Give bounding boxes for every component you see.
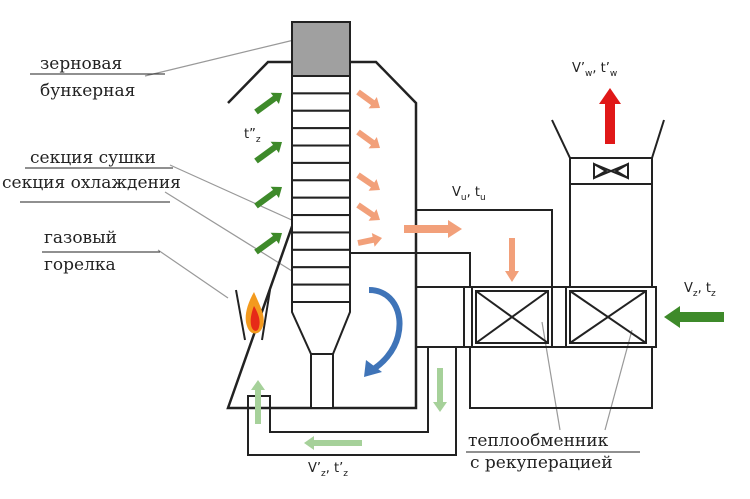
lower-duct-housing	[469, 347, 653, 409]
tower-segment	[291, 161, 351, 182]
symbol-vu-tu: Vu, tu	[452, 185, 486, 203]
tower-segment	[291, 196, 351, 217]
label-burner: горелка	[44, 255, 116, 275]
symbol-vw-tw: V’w, t’w	[572, 61, 617, 79]
exhaust-flow-arrow	[356, 89, 380, 109]
tower-segment	[291, 75, 351, 95]
label-recuperation: с рекуперацией	[470, 453, 613, 473]
exhaust-flow-arrow	[356, 129, 380, 149]
dryer-housing	[226, 60, 418, 410]
exhaust-flow-arrow	[356, 172, 380, 191]
label-bunker: бункерная	[40, 81, 135, 101]
tower-segment	[291, 214, 351, 234]
return-up-arrow	[251, 380, 265, 424]
tower-segment	[291, 283, 351, 304]
tower-segment	[291, 179, 351, 199]
exhaust-fan-box	[569, 157, 653, 185]
symbol-vz-tz-prime: V’z, t’z	[308, 461, 348, 479]
exhaust-out-arrow	[599, 88, 621, 144]
tower-segment	[291, 231, 351, 251]
label-gas: газовый	[44, 228, 117, 248]
tower-segment	[291, 266, 351, 286]
label-cooling-section: секция охлаждения	[2, 173, 181, 193]
return-left-arrow	[304, 436, 362, 450]
tower-cap	[291, 21, 351, 77]
leader-lines	[144, 39, 633, 431]
heat-exchanger-cell-2	[569, 290, 647, 344]
heat-flow-arrow	[254, 232, 282, 255]
fresh-air-in-arrow	[664, 306, 724, 328]
heat-flow-arrow	[254, 141, 282, 164]
heat-flow-arrow	[254, 186, 282, 209]
exhaust-to-exchanger-arrow	[404, 220, 462, 238]
heat-flow-arrow	[254, 92, 282, 115]
grain-tower	[291, 21, 351, 304]
exchanger-down-arrow	[505, 238, 519, 282]
label-grain: зерновая	[40, 54, 122, 74]
symbol-t-zz: t”z	[244, 127, 261, 145]
flow-arrows	[251, 88, 724, 450]
tower-segment	[291, 109, 351, 130]
tower-segment	[291, 127, 351, 147]
heat-exchanger-cell-1	[475, 290, 549, 344]
tower-segment	[291, 248, 351, 269]
heat-exchanger-row	[415, 286, 657, 348]
exhaust-tower	[551, 119, 665, 287]
exhaust-flow-arrow	[356, 202, 380, 221]
tower-segment	[291, 92, 351, 112]
recirculation-arrow	[364, 287, 403, 377]
fan-icon	[593, 162, 629, 180]
label-heat-exchanger: теплообменник	[468, 431, 609, 451]
exhaust-flow-arrow	[357, 233, 382, 247]
burner-icon	[235, 289, 271, 341]
return-duct	[247, 347, 457, 456]
tower-segment	[291, 144, 351, 164]
top-duct	[416, 209, 553, 287]
symbol-vz-tz: Vz, tz	[684, 281, 716, 299]
label-drying-section: секция сушки	[30, 148, 156, 168]
text-labels: зерновая бункерная секция сушки секция о…	[2, 54, 716, 479]
return-down-arrow	[433, 368, 447, 412]
